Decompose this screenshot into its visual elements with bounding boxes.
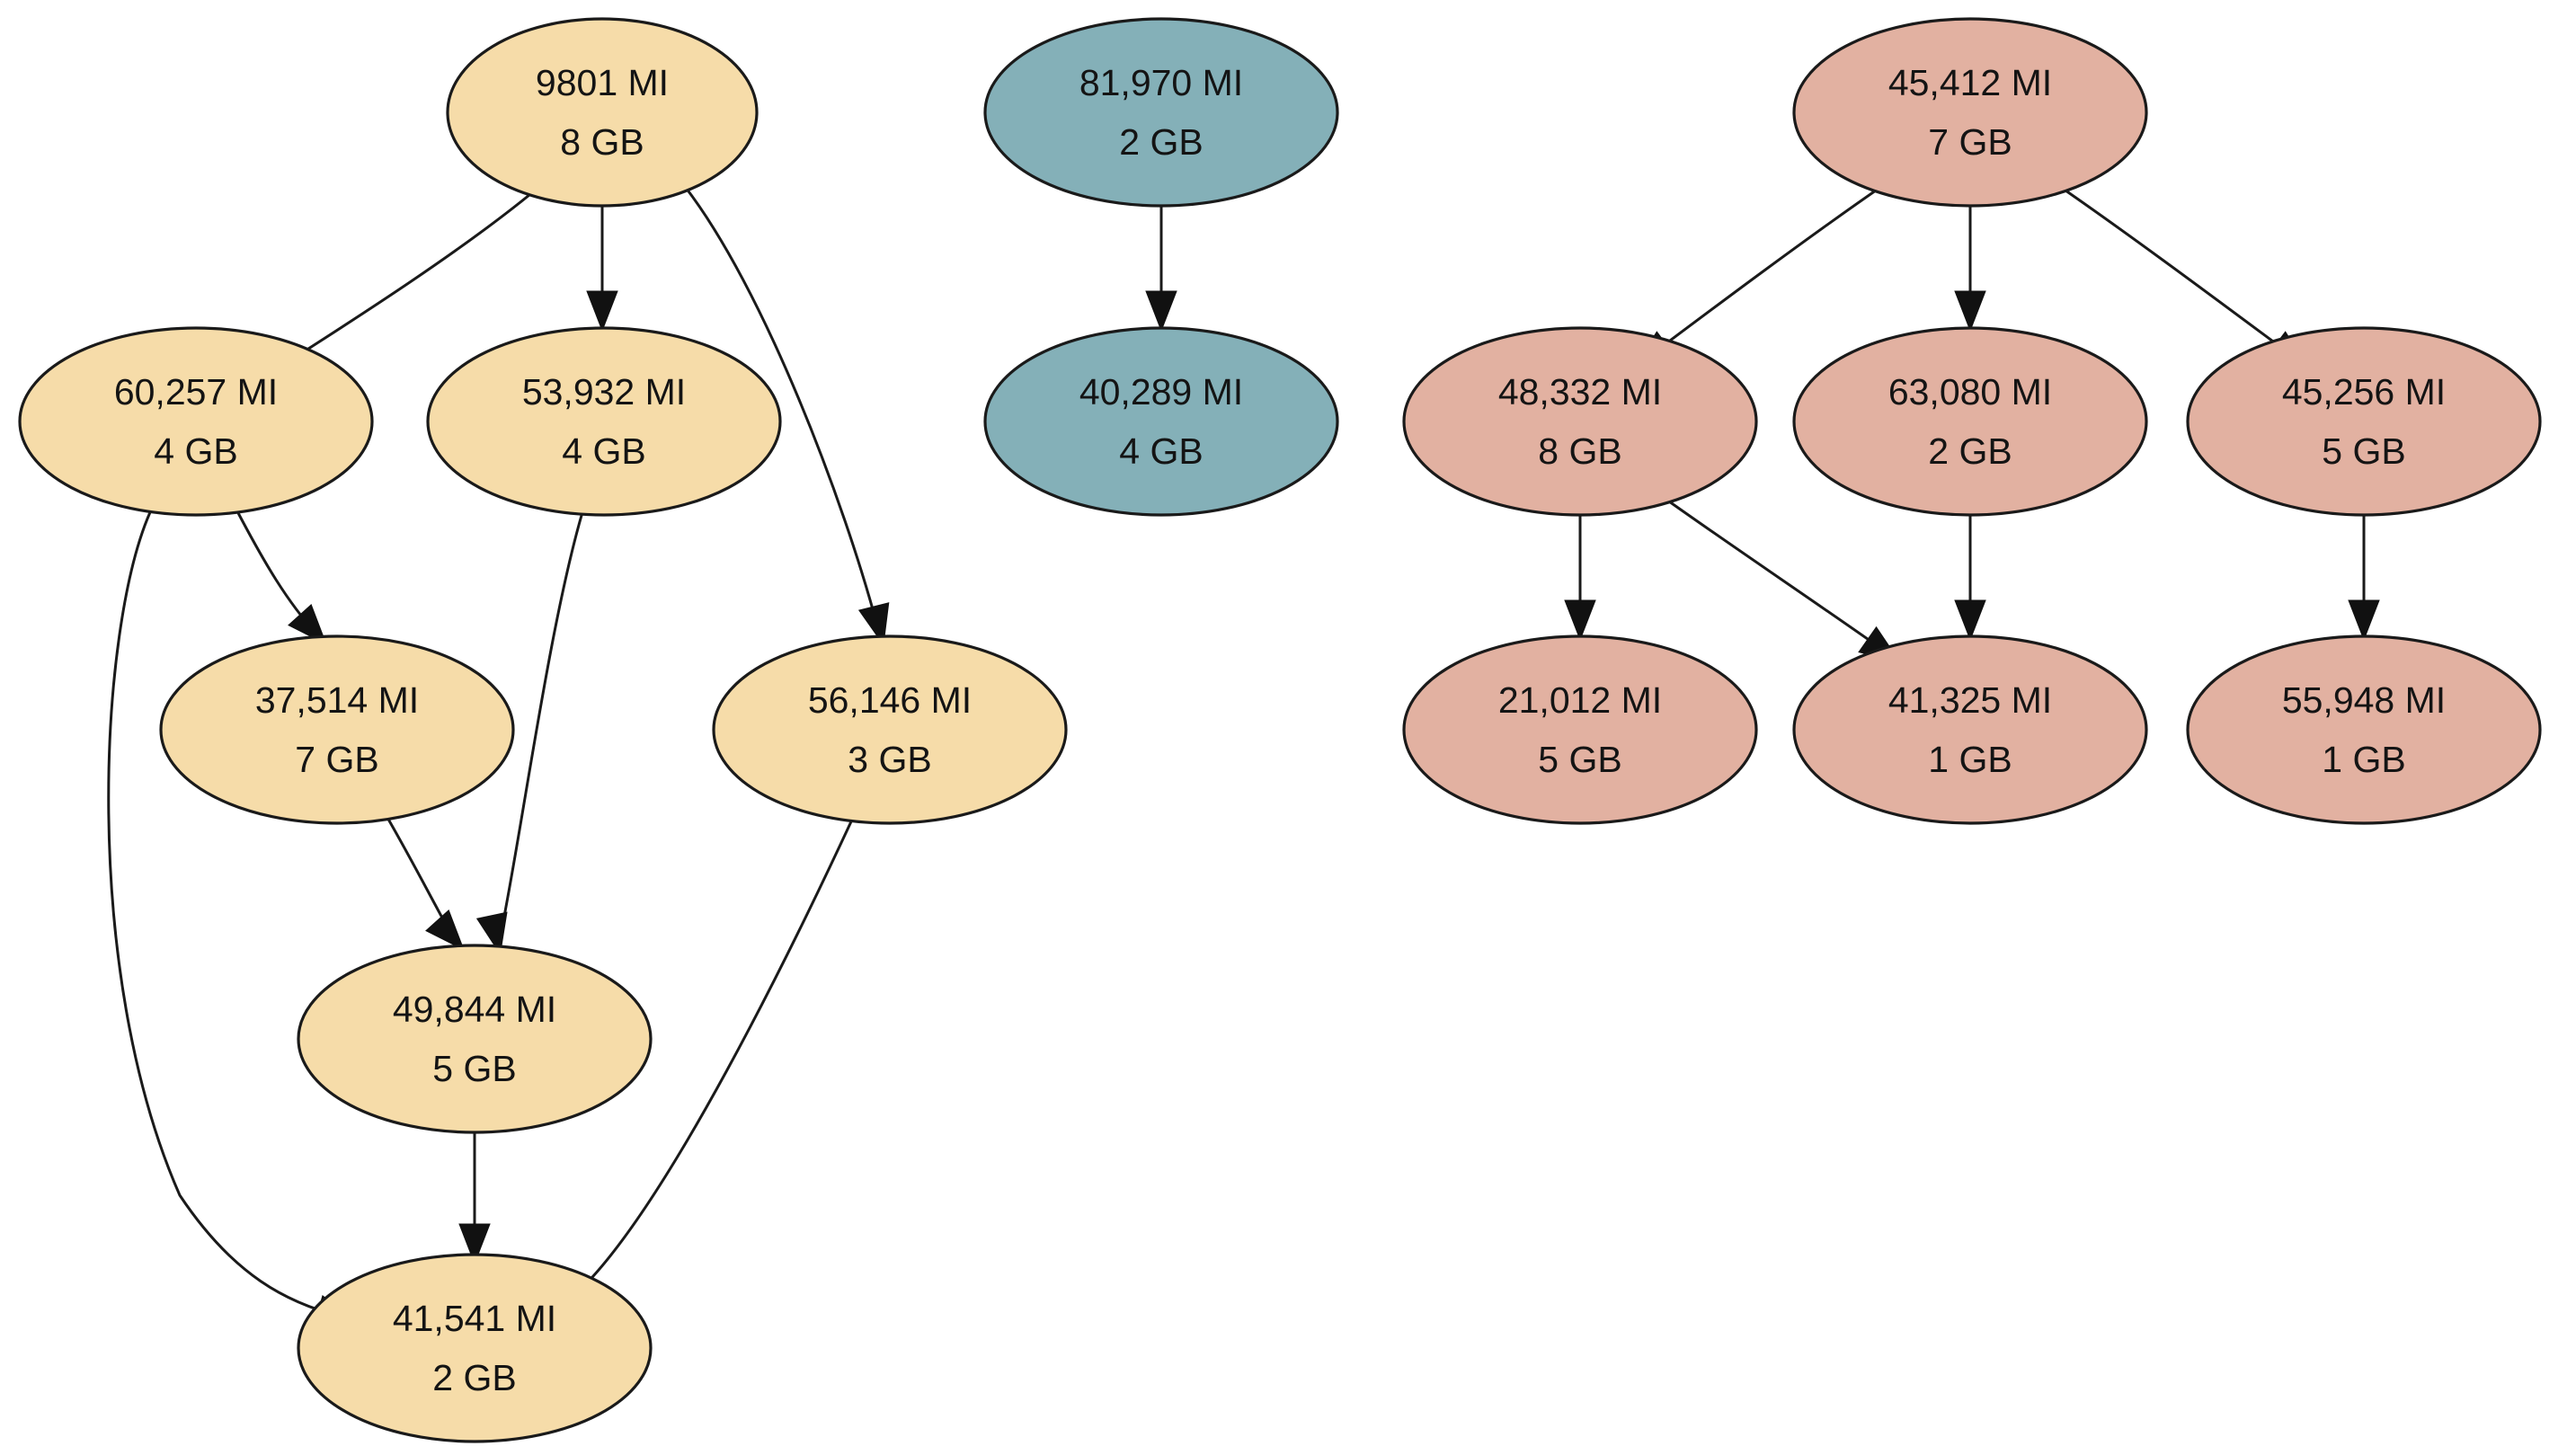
node-label-primary: 60,257 MI bbox=[114, 371, 278, 413]
node-label-primary: 48,332 MI bbox=[1498, 371, 1662, 413]
node-label-primary: 41,541 MI bbox=[393, 1298, 556, 1339]
graph-edge bbox=[498, 511, 584, 940]
graph-node[interactable]: 41,325 MI 1 GB bbox=[1792, 634, 2148, 825]
arrow-head-group bbox=[475, 911, 508, 956]
node-ellipse[interactable] bbox=[18, 326, 374, 517]
arrow-head-icon bbox=[857, 602, 890, 646]
graph-node[interactable]: 63,080 MI 2 GB bbox=[1792, 326, 2148, 517]
node-label-secondary: 4 GB bbox=[562, 430, 645, 472]
node-ellipse[interactable] bbox=[712, 634, 1068, 825]
arrow-head-icon bbox=[475, 911, 508, 956]
arrow-head-icon bbox=[2348, 599, 2380, 642]
node-label-secondary: 2 GB bbox=[1119, 121, 1203, 163]
arrow-head-group bbox=[458, 1223, 491, 1265]
graph-node[interactable]: 41,541 MI 2 GB bbox=[297, 1253, 653, 1443]
arrow-head-group bbox=[1564, 599, 1596, 642]
graph-node[interactable]: 37,514 MI 7 GB bbox=[159, 634, 515, 825]
node-label-primary: 45,412 MI bbox=[1888, 62, 2052, 103]
arrow-head-group bbox=[2348, 599, 2380, 642]
node-ellipse[interactable] bbox=[1402, 326, 1758, 517]
graph-edge bbox=[1662, 495, 1890, 656]
arrow-head-icon bbox=[288, 603, 327, 645]
node-label-secondary: 7 GB bbox=[295, 739, 378, 780]
node-ellipse[interactable] bbox=[1402, 634, 1758, 825]
node-label-secondary: 2 GB bbox=[432, 1357, 516, 1398]
node-ellipse[interactable] bbox=[297, 1253, 653, 1443]
node-ellipse[interactable] bbox=[983, 326, 1339, 517]
node-label-secondary: 7 GB bbox=[1928, 121, 2012, 163]
arrow-head-icon bbox=[586, 290, 618, 333]
node-ellipse[interactable] bbox=[297, 944, 653, 1134]
node-ellipse[interactable] bbox=[983, 17, 1339, 208]
arrow-head-icon bbox=[1954, 290, 1986, 333]
graph-node[interactable]: 55,948 MI 1 GB bbox=[2186, 634, 2542, 825]
node-label-secondary: 5 GB bbox=[432, 1048, 516, 1089]
arrow-head-group bbox=[857, 602, 890, 646]
arrow-head-group bbox=[425, 909, 465, 951]
node-label-secondary: 8 GB bbox=[560, 121, 644, 163]
node-label-secondary: 5 GB bbox=[1538, 739, 1621, 780]
arrow-head-icon bbox=[425, 909, 465, 951]
graph-node[interactable]: 48,332 MI 8 GB bbox=[1402, 326, 1758, 517]
graph-node[interactable]: 49,844 MI 5 GB bbox=[297, 944, 653, 1134]
graph-edge bbox=[107, 511, 342, 1318]
arrow-head-icon bbox=[458, 1223, 491, 1265]
graph-edge bbox=[2056, 182, 2298, 361]
graph-edge bbox=[1644, 182, 1886, 361]
arrow-head-group bbox=[586, 290, 618, 333]
node-label-primary: 41,325 MI bbox=[1888, 679, 2052, 721]
graph-node[interactable]: 9801 MI 8 GB bbox=[446, 17, 759, 208]
arrow-head-icon bbox=[1145, 290, 1177, 333]
node-label-primary: 49,844 MI bbox=[393, 989, 556, 1030]
node-ellipse[interactable] bbox=[159, 634, 515, 825]
arrow-head-icon bbox=[1954, 599, 1986, 642]
arrow-head-group bbox=[1954, 599, 1986, 642]
arrow-head-group bbox=[1954, 290, 1986, 333]
arrow-head-group bbox=[288, 603, 327, 645]
graph-node[interactable]: 40,289 MI 4 GB bbox=[983, 326, 1339, 517]
node-label-primary: 21,012 MI bbox=[1498, 679, 1662, 721]
node-label-primary: 9801 MI bbox=[536, 62, 669, 103]
node-label-secondary: 4 GB bbox=[154, 430, 237, 472]
node-label-secondary: 1 GB bbox=[2322, 739, 2405, 780]
arrow-head-group bbox=[1145, 290, 1177, 333]
graph-node[interactable]: 81,970 MI 2 GB bbox=[983, 17, 1339, 208]
nodes-layer: 9801 MI 8 GB 60,257 MI 4 GB 53,932 MI 4 GB 37,… bbox=[18, 17, 2542, 1443]
graph-node[interactable]: 21,012 MI 5 GB bbox=[1402, 634, 1758, 825]
node-ellipse[interactable] bbox=[1792, 634, 2148, 825]
graph-node[interactable]: 45,256 MI 5 GB bbox=[2186, 326, 2542, 517]
node-label-secondary: 3 GB bbox=[848, 739, 931, 780]
node-label-secondary: 5 GB bbox=[2322, 430, 2405, 472]
node-label-primary: 40,289 MI bbox=[1079, 371, 1243, 413]
node-label-primary: 45,256 MI bbox=[2282, 371, 2446, 413]
node-label-primary: 63,080 MI bbox=[1888, 371, 2052, 413]
graph-edge bbox=[681, 183, 880, 630]
node-ellipse[interactable] bbox=[446, 17, 759, 208]
node-ellipse[interactable] bbox=[2186, 634, 2542, 825]
graph-node[interactable]: 56,146 MI 3 GB bbox=[712, 634, 1068, 825]
node-ellipse[interactable] bbox=[1792, 326, 2148, 517]
graph-node[interactable]: 45,412 MI 7 GB bbox=[1792, 17, 2148, 208]
node-label-secondary: 4 GB bbox=[1119, 430, 1203, 472]
node-label-primary: 37,514 MI bbox=[255, 679, 419, 721]
node-label-secondary: 8 GB bbox=[1538, 430, 1621, 472]
node-label-primary: 56,146 MI bbox=[808, 679, 972, 721]
node-ellipse[interactable] bbox=[426, 326, 782, 517]
node-ellipse[interactable] bbox=[1792, 17, 2148, 208]
graph-node[interactable]: 60,257 MI 4 GB bbox=[18, 326, 374, 517]
node-label-primary: 53,932 MI bbox=[522, 371, 686, 413]
node-ellipse[interactable] bbox=[2186, 326, 2542, 517]
node-label-primary: 81,970 MI bbox=[1079, 62, 1243, 103]
graph-node[interactable]: 53,932 MI 4 GB bbox=[426, 326, 782, 517]
node-label-secondary: 2 GB bbox=[1928, 430, 2012, 472]
node-label-secondary: 1 GB bbox=[1928, 739, 2012, 780]
arrow-head-icon bbox=[1564, 599, 1596, 642]
node-label-primary: 55,948 MI bbox=[2282, 679, 2446, 721]
